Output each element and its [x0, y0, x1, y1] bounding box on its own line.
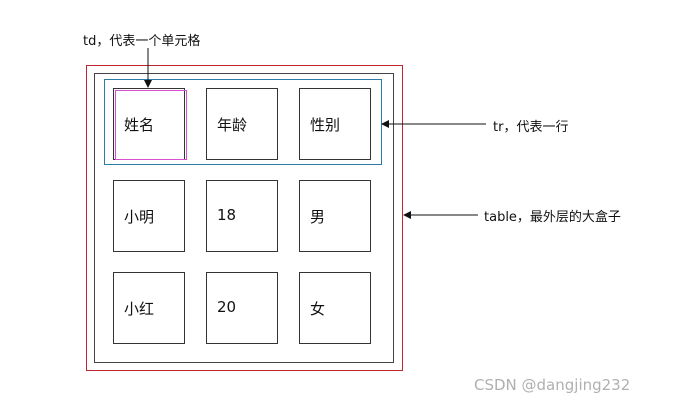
cell-text: 性别	[310, 116, 341, 134]
cell-text: 年龄	[217, 116, 248, 134]
cell-text: 小红	[124, 300, 155, 318]
cell-text: 女	[310, 300, 326, 318]
table-cell: 20	[206, 272, 278, 344]
td-highlight-box	[115, 90, 187, 160]
table-cell: 性别	[299, 88, 371, 160]
table-cell: 小红	[113, 272, 185, 344]
cell-text: 姓名	[124, 116, 155, 134]
table-cell: 男	[299, 180, 371, 252]
tr-annotation-label: tr，代表一行	[493, 120, 569, 135]
watermark-text: CSDN @dangjing232	[474, 376, 631, 394]
table-annotation-label: table，最外层的大盒子	[484, 210, 621, 225]
table-cell: 18	[206, 180, 278, 252]
td-annotation-label: td，代表一个单元格	[83, 34, 201, 49]
cell-text: 小明	[124, 208, 155, 226]
table-outer-border	[86, 65, 403, 371]
table-cell: 小明	[113, 180, 185, 252]
cell-text: 18	[217, 206, 237, 224]
table-cell: 女	[299, 272, 371, 344]
cell-text: 20	[217, 298, 237, 316]
cell-text: 男	[310, 208, 326, 226]
table-cell: 年龄	[206, 88, 278, 160]
table-inner-border	[94, 73, 394, 363]
